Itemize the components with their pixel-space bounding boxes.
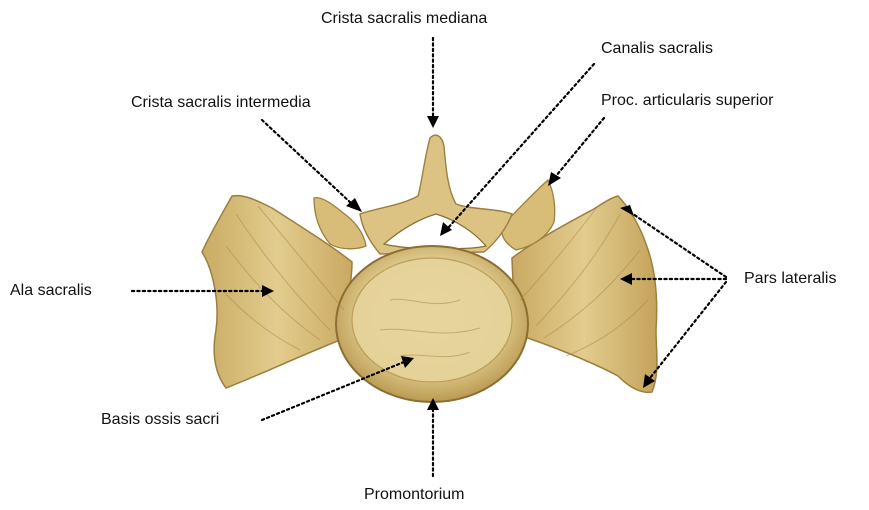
label-crista-sacralis-intermedia: Crista sacralis intermedia — [131, 94, 311, 112]
label-pars-lateralis: Pars lateralis — [744, 270, 836, 288]
label-ala-sacralis: Ala sacralis — [10, 282, 92, 300]
leader-pars-lateralis-bottom — [650, 282, 726, 378]
label-canalis-sacralis: Canalis sacralis — [601, 40, 713, 58]
leader-proc-articularis — [556, 118, 604, 176]
label-crista-sacralis-mediana: Crista sacralis mediana — [321, 10, 487, 28]
label-promontorium: Promontorium — [364, 486, 464, 504]
label-proc-articularis-superior: Proc. articularis superior — [601, 92, 774, 110]
leader-canalis — [448, 64, 594, 228]
arrow-proc-articularis — [548, 172, 561, 186]
vertebral-body-surface — [352, 258, 512, 382]
arrow-crista-mediana — [427, 116, 439, 128]
label-basis-ossis-sacri: Basis ossis sacri — [101, 411, 219, 429]
leader-crista-intermedia — [262, 120, 352, 204]
